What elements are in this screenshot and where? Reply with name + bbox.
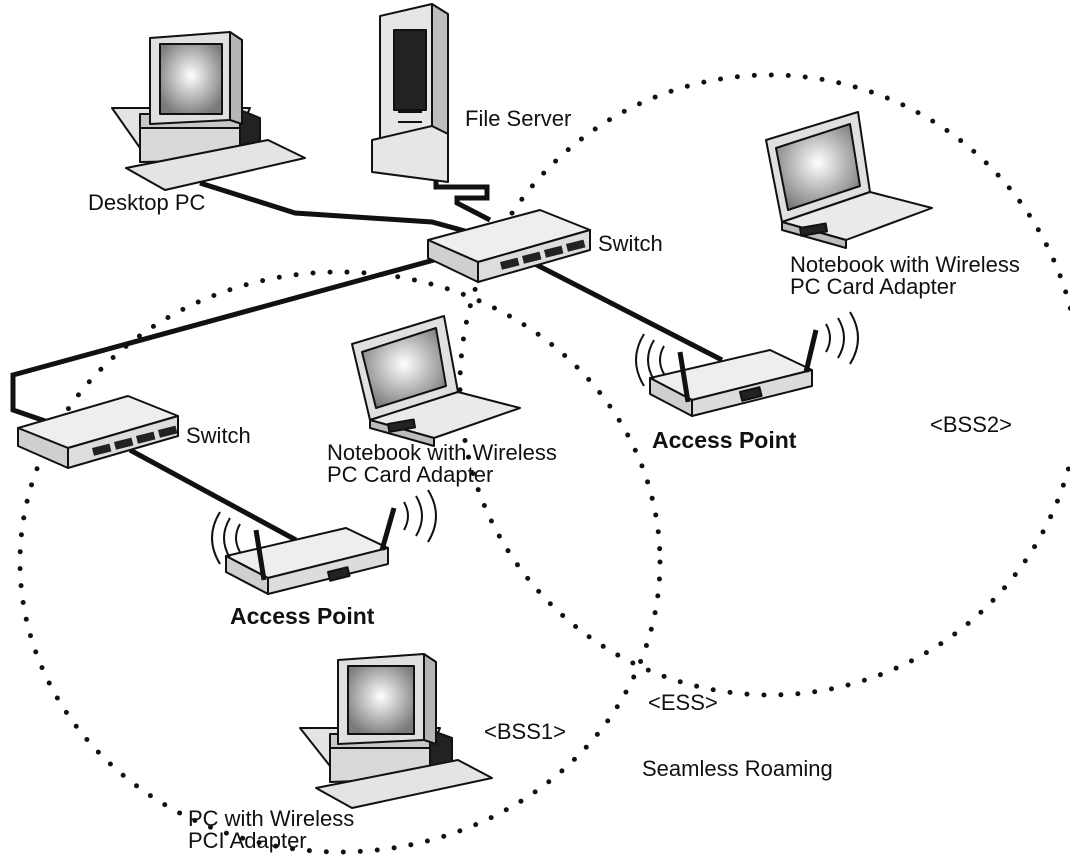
switch-icon — [427, 209, 591, 283]
cable-server-to-switch — [433, 175, 492, 223]
desktop-pc-label: Desktop PC — [88, 190, 206, 215]
notebook-right-label-line1: Notebook with Wireless — [790, 252, 1020, 277]
file-server-icon — [371, 3, 449, 183]
bss1-coverage-area — [17, 269, 663, 855]
ess-label: <ESS> — [648, 690, 718, 715]
pc-wireless-label-line2: PCI Adapter — [188, 828, 307, 853]
bss2-coverage-area — [457, 72, 1070, 698]
bss2-label: <BSS2> — [930, 412, 1012, 437]
cable-switch-to-access-point-right — [533, 261, 724, 363]
switch-left-label: Switch — [186, 423, 251, 448]
cable-desktop-to-switch — [199, 180, 466, 234]
desktop-pc-icon — [111, 31, 306, 191]
cable-left-switch-to-access-point-left — [128, 447, 298, 543]
network-cables — [10, 175, 724, 543]
switch-icon — [17, 395, 179, 469]
seamless-roaming-label: Seamless Roaming — [642, 756, 833, 781]
notebook-right-label-line2: PC Card Adapter — [790, 274, 957, 299]
notebook-middle-label-line2: PC Card Adapter — [327, 462, 494, 487]
cable-switch-to-left-switch — [10, 254, 446, 425]
notebook-icon — [351, 315, 521, 447]
pc-icon — [299, 653, 493, 809]
access-point-icon — [635, 311, 859, 417]
bss1-label: <BSS1> — [484, 719, 566, 744]
access-point-icon — [211, 489, 437, 595]
access-point-left-label: Access Point — [230, 603, 375, 629]
notebook-middle-label-line1: Notebook with Wireless — [327, 440, 557, 465]
pc-wireless-label-line1: PC with Wireless — [188, 806, 355, 831]
notebook-icon — [765, 111, 933, 249]
switch-top-label: Switch — [598, 231, 663, 256]
access-point-right-label: Access Point — [652, 427, 797, 453]
file-server-label: File Server — [465, 106, 572, 131]
